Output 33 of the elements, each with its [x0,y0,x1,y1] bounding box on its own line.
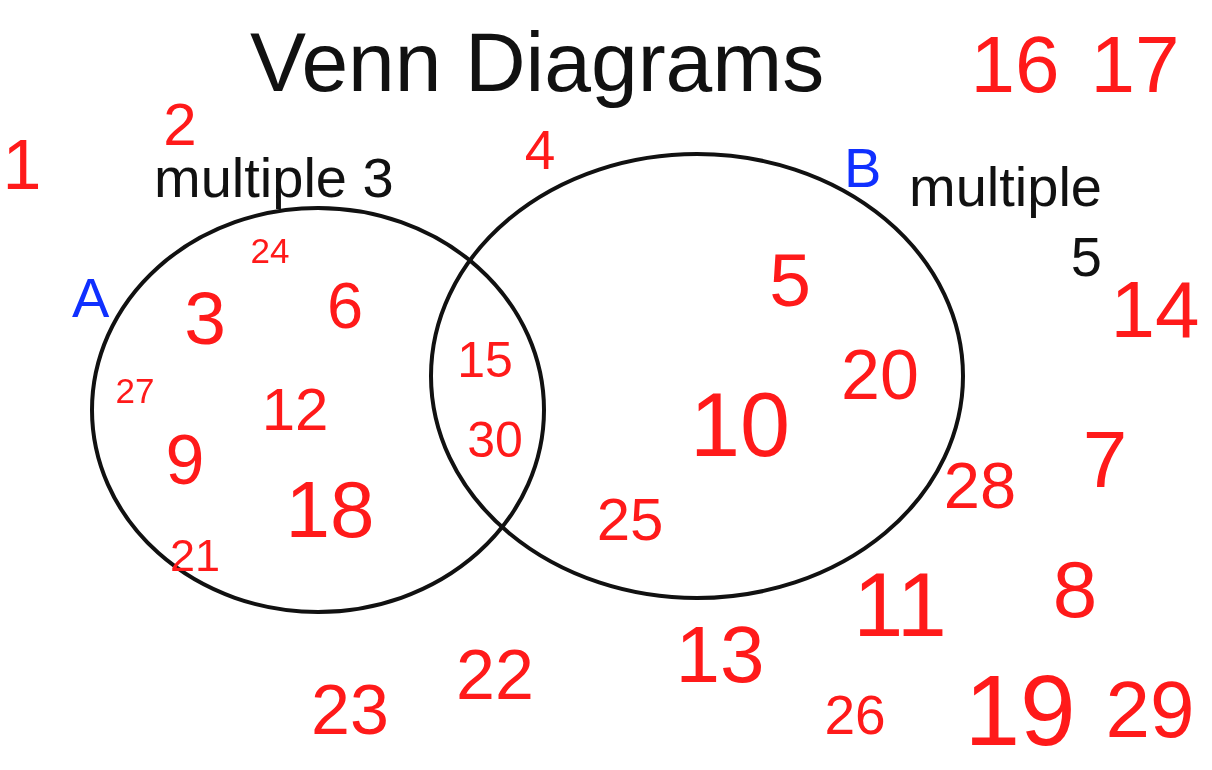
number-label: 18 [285,470,375,550]
set-caption: multiple 5 [908,154,1102,290]
number-label: 10 [689,380,791,470]
number-label: 20 [841,340,919,410]
number-label: 14 [1110,270,1200,350]
number-label: 12 [261,380,329,440]
number-label: 16 [970,25,1060,105]
number-label: 5 [769,242,811,318]
number-label: 15 [457,335,513,385]
set-label: B [844,140,882,196]
number-label: 11 [853,560,947,650]
number-label: 27 [115,372,155,408]
number-label: 17 [1090,25,1180,105]
number-label: 9 [165,425,205,495]
number-label: 6 [326,272,364,338]
number-label: 1 [2,130,42,200]
number-label: 7 [1082,420,1128,500]
number-label: 29 [1105,670,1195,750]
number-label: 4 [524,122,556,178]
number-label: 19 [964,660,1076,760]
number-label: 23 [311,675,389,745]
number-label: 26 [824,687,886,743]
number-label: 24 [250,232,290,268]
number-label: 21 [169,532,221,578]
number-label: 8 [1052,550,1098,630]
number-label: 13 [675,615,765,695]
number-label: 3 [184,280,226,356]
number-label: 22 [456,640,534,710]
number-label: 30 [467,415,523,465]
set-label: A [72,270,110,326]
number-label: 28 [943,452,1017,518]
number-label: 2 [163,95,197,155]
number-label: 25 [596,490,664,550]
